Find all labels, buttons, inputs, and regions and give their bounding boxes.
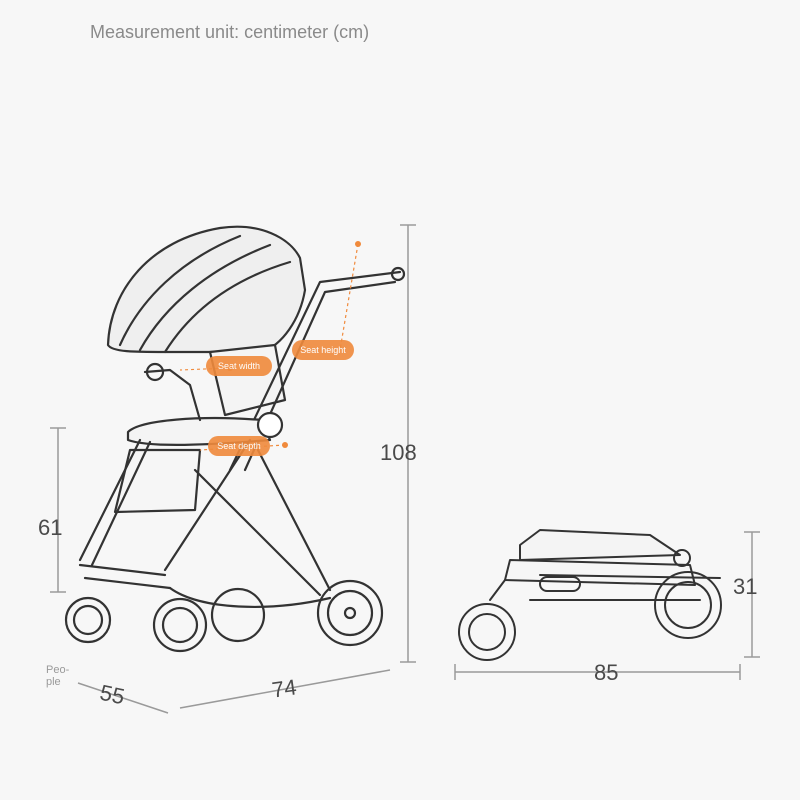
height-total-label: 108 bbox=[380, 440, 417, 465]
measurement-unit-heading: Measurement unit: centimeter (cm) bbox=[90, 22, 370, 42]
folded-length-label: 85 bbox=[594, 660, 619, 685]
people-label: Peo- ple bbox=[46, 664, 70, 688]
length-label: 74 bbox=[270, 674, 299, 703]
seat-width-tag: Seat width bbox=[206, 356, 272, 376]
folded-height-label: 31 bbox=[733, 574, 758, 599]
dimension-lines bbox=[50, 224, 760, 714]
folded-stroller-illustration bbox=[458, 529, 722, 661]
seat-depth-tag: Seat depth bbox=[208, 436, 270, 456]
seat-height-label: 61 bbox=[38, 515, 63, 540]
seat-height-tag: Seat height bbox=[292, 340, 354, 360]
